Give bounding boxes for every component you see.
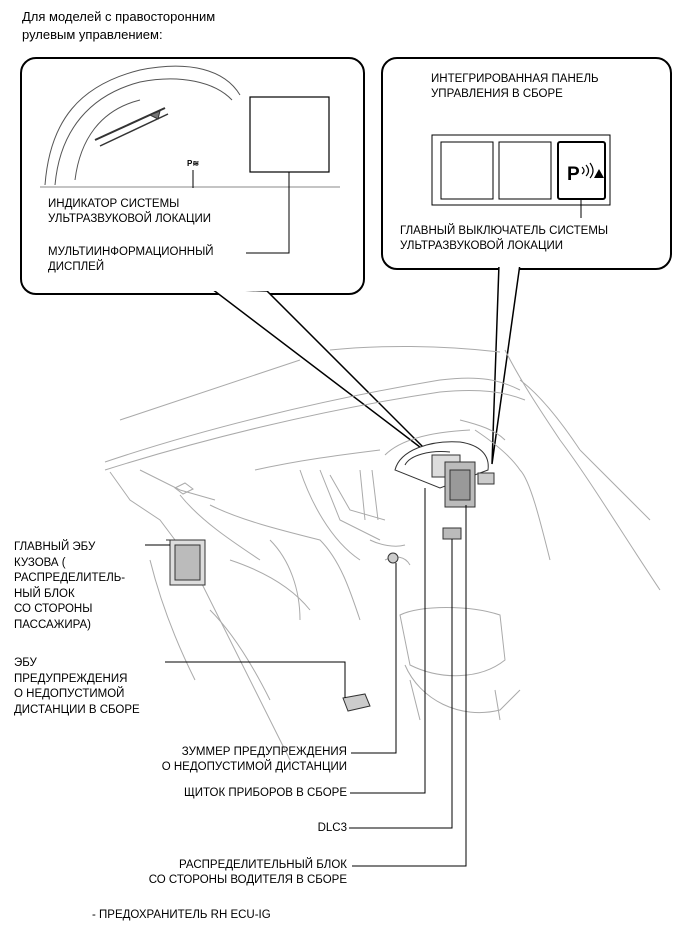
display-label: МУЛЬТИИНФОРМАЦИОННЫЙ ДИСПЛЕЙ (48, 245, 214, 275)
multi-info-display (249, 96, 330, 173)
buzzer-label-line-2: О НЕДОПУСТИМОЙ ДИСТАНЦИИ (161, 761, 347, 773)
svg-text:P: P (567, 164, 580, 185)
switch-label-line-1: ГЛАВНЫЙ ВЫКЛЮЧАТЕЛЬ СИСТЕМЫ (400, 225, 609, 237)
panel-label: ИНТЕГРИРОВАННАЯ ПАНЕЛЬ УПРАВЛЕНИЯ В СБОР… (431, 72, 599, 102)
header-text: Для моделей с правосторонним рулевым упр… (22, 8, 215, 44)
clearance-ecu-art (342, 693, 371, 712)
driver-jb-label-line-1: РАСПРЕДЕЛИТЕЛЬНЫЙ БЛОК (179, 859, 347, 871)
callout-pointers (209, 263, 521, 465)
dlc3-art (442, 527, 462, 540)
body-ecu-art (166, 539, 206, 586)
buzzer-label: ЗУММЕР ПРЕДУПРЕЖДЕНИЯ О НЕДОПУСТИМОЙ ДИС… (162, 745, 347, 775)
panel-label-line-1: ИНТЕГРИРОВАННАЯ ПАНЕЛЬ (431, 73, 599, 85)
body-ecu-line-4: НЫЙ БЛОК (14, 587, 75, 600)
meter-label: ЩИТОК ПРИБОРОВ В СБОРЕ (184, 786, 347, 801)
meter-cluster-art (40, 65, 340, 188)
header-line-1: Для моделей с правосторонним (22, 9, 216, 24)
switch-label: ГЛАВНЫЙ ВЫКЛЮЧАТЕЛЬ СИСТЕМЫ УЛЬТРАЗВУКОВ… (400, 224, 608, 254)
integrated-panel-small (477, 472, 495, 485)
clearance-ecu-label: ЭБУ ПРЕДУПРЕЖДЕНИЯ О НЕДОПУСТИМОЙ ДИСТАН… (14, 656, 140, 718)
clearance-ecu-line-3: О НЕДОПУСТИМОЙ (14, 688, 125, 700)
clearance-ecu-line-2: ПРЕДУПРЕЖДЕНИЯ (14, 672, 128, 685)
indicator-label-line-1: ИНДИКАТОР СИСТЕМЫ (48, 198, 180, 210)
indicator-glyph: P≋ (187, 159, 199, 168)
body-ecu-line-6: ПАССАЖИРА) (14, 618, 91, 631)
display-label-line-2: ДИСПЛЕЙ (48, 261, 105, 273)
indicator-label: ИНДИКАТОР СИСТЕМЫ УЛЬТРАЗВУКОВОЙ ЛОКАЦИИ (48, 197, 211, 227)
interior-line-art (104, 345, 661, 761)
header-line-2: рулевым управлением: (22, 27, 163, 42)
footnote: - ПРЕДОХРАНИТЕЛЬ RH ECU-IG (92, 909, 271, 921)
buzzer-art (387, 552, 399, 564)
body-ecu-line-3: РАСПРЕДЕЛИТЕЛЬ- (14, 572, 126, 584)
buzzer-label-line-1: ЗУММЕР ПРЕДУПРЕЖДЕНИЯ (181, 746, 347, 758)
switch-label-line-2: УЛЬТРАЗВУКОВОЙ ЛОКАЦИИ (400, 240, 563, 252)
indicator-label-line-2: УЛЬТРАЗВУКОВОЙ ЛОКАЦИИ (48, 213, 211, 225)
meter-label-line-1: ЩИТОК ПРИБОРОВ В СБОРЕ (183, 787, 347, 799)
clearance-ecu-line-1: ЭБУ (14, 657, 37, 669)
body-ecu-label: ГЛАВНЫЙ ЭБУ КУЗОВА ( РАСПРЕДЕЛИТЕЛЬ- НЫЙ… (14, 540, 125, 633)
body-ecu-line-1: ГЛАВНЫЙ ЭБУ (14, 541, 96, 553)
display-label-line-1: МУЛЬТИИНФОРМАЦИОННЫЙ (48, 246, 214, 258)
driver-jb-label-line-2: СО СТОРОНЫ ВОДИТЕЛЯ В СБОРЕ (148, 874, 347, 886)
integrated-panel-art: P (431, 134, 611, 206)
panel-label-line-2: УПРАВЛЕНИЯ В СБОРЕ (431, 88, 563, 100)
meter-assembly-small (394, 441, 489, 508)
dlc3-label-line-1: DLC3 (317, 822, 347, 834)
clearance-ecu-line-4: ДИСТАНЦИИ В СБОРЕ (14, 703, 140, 716)
dlc3-label: DLC3 (318, 821, 347, 836)
leader-lines (145, 488, 467, 867)
body-ecu-line-5: СО СТОРОНЫ (14, 603, 93, 615)
driver-jb-label: РАСПРЕДЕЛИТЕЛЬНЫЙ БЛОК СО СТОРОНЫ ВОДИТЕ… (149, 858, 347, 888)
body-ecu-line-2: КУЗОВА ( (14, 556, 66, 569)
